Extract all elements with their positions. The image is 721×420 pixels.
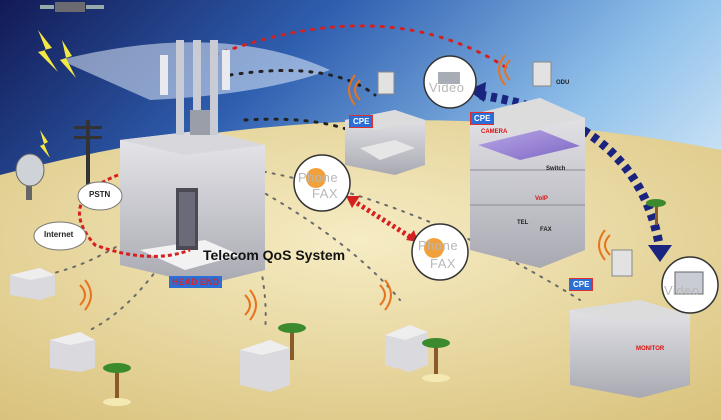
wireless-link xyxy=(249,184,401,301)
fax-bubble-word: FAX xyxy=(312,186,339,201)
camera-label: CAMERA xyxy=(481,129,508,135)
internet-label: Internet xyxy=(44,230,74,239)
phone-fax-bubble xyxy=(411,223,469,281)
fax-room-label: FAX xyxy=(540,227,552,233)
pstn-cloud xyxy=(77,181,123,211)
tel-label: TEL xyxy=(517,220,529,226)
lightning-icon xyxy=(38,30,58,72)
house-icon xyxy=(10,268,55,300)
palm-tree-icon xyxy=(646,199,666,225)
cpe-label: CPE xyxy=(349,115,374,128)
arrow-head-icon xyxy=(468,82,486,102)
tower-icon xyxy=(160,40,230,135)
multi-floor-building xyxy=(470,98,585,268)
voip-label: VoIP xyxy=(535,196,548,202)
odu-label: ODU xyxy=(556,80,570,86)
head-end-building xyxy=(120,130,265,285)
video-camera-bubble xyxy=(423,55,477,109)
video-bubble-word: Video xyxy=(664,283,700,298)
house-icon xyxy=(385,325,428,372)
arrow-head-icon xyxy=(346,196,360,208)
video-monitor-bubble xyxy=(661,256,719,314)
wireless-link xyxy=(228,69,377,97)
monitor-room xyxy=(570,300,690,398)
palm-tree-icon xyxy=(278,323,306,360)
house-icon xyxy=(50,332,95,372)
palm-tree-icon xyxy=(422,338,450,382)
wifi-signal-icon xyxy=(79,54,611,321)
internet-cloud xyxy=(33,221,87,251)
video-bubble-word: Video xyxy=(429,80,465,95)
lightning-icon xyxy=(60,40,76,78)
house-icon xyxy=(240,340,290,392)
monitor-label: MONITOR xyxy=(636,346,665,352)
wireless-link xyxy=(213,24,512,72)
phone-bubble-word: Phone xyxy=(418,238,459,253)
video-link-arrow xyxy=(479,90,665,251)
fax-bubble-word: FAX xyxy=(430,256,457,271)
pstn-label: PSTN xyxy=(89,190,111,199)
cpe-label: CPE xyxy=(470,112,495,125)
head-end-label: HEAD END xyxy=(169,276,223,288)
phone-fax-bubble xyxy=(293,154,351,212)
odu-antenna-icon xyxy=(377,71,395,95)
switch-label: Switch xyxy=(546,166,566,172)
cpe-label: CPE xyxy=(569,278,594,291)
palm-tree-icon xyxy=(103,363,131,406)
odu-antenna-icon xyxy=(611,249,633,277)
lightning-icon xyxy=(40,130,50,158)
utility-pole-icon xyxy=(74,120,102,190)
phone-bubble-word: Phone xyxy=(298,170,339,185)
odu-antenna-icon xyxy=(532,61,552,87)
diagram-title: Telecom QoS System xyxy=(203,247,346,263)
arrow-head-icon xyxy=(648,245,672,262)
satellite-dish-icon xyxy=(15,153,45,200)
satellite-icon xyxy=(40,2,104,12)
